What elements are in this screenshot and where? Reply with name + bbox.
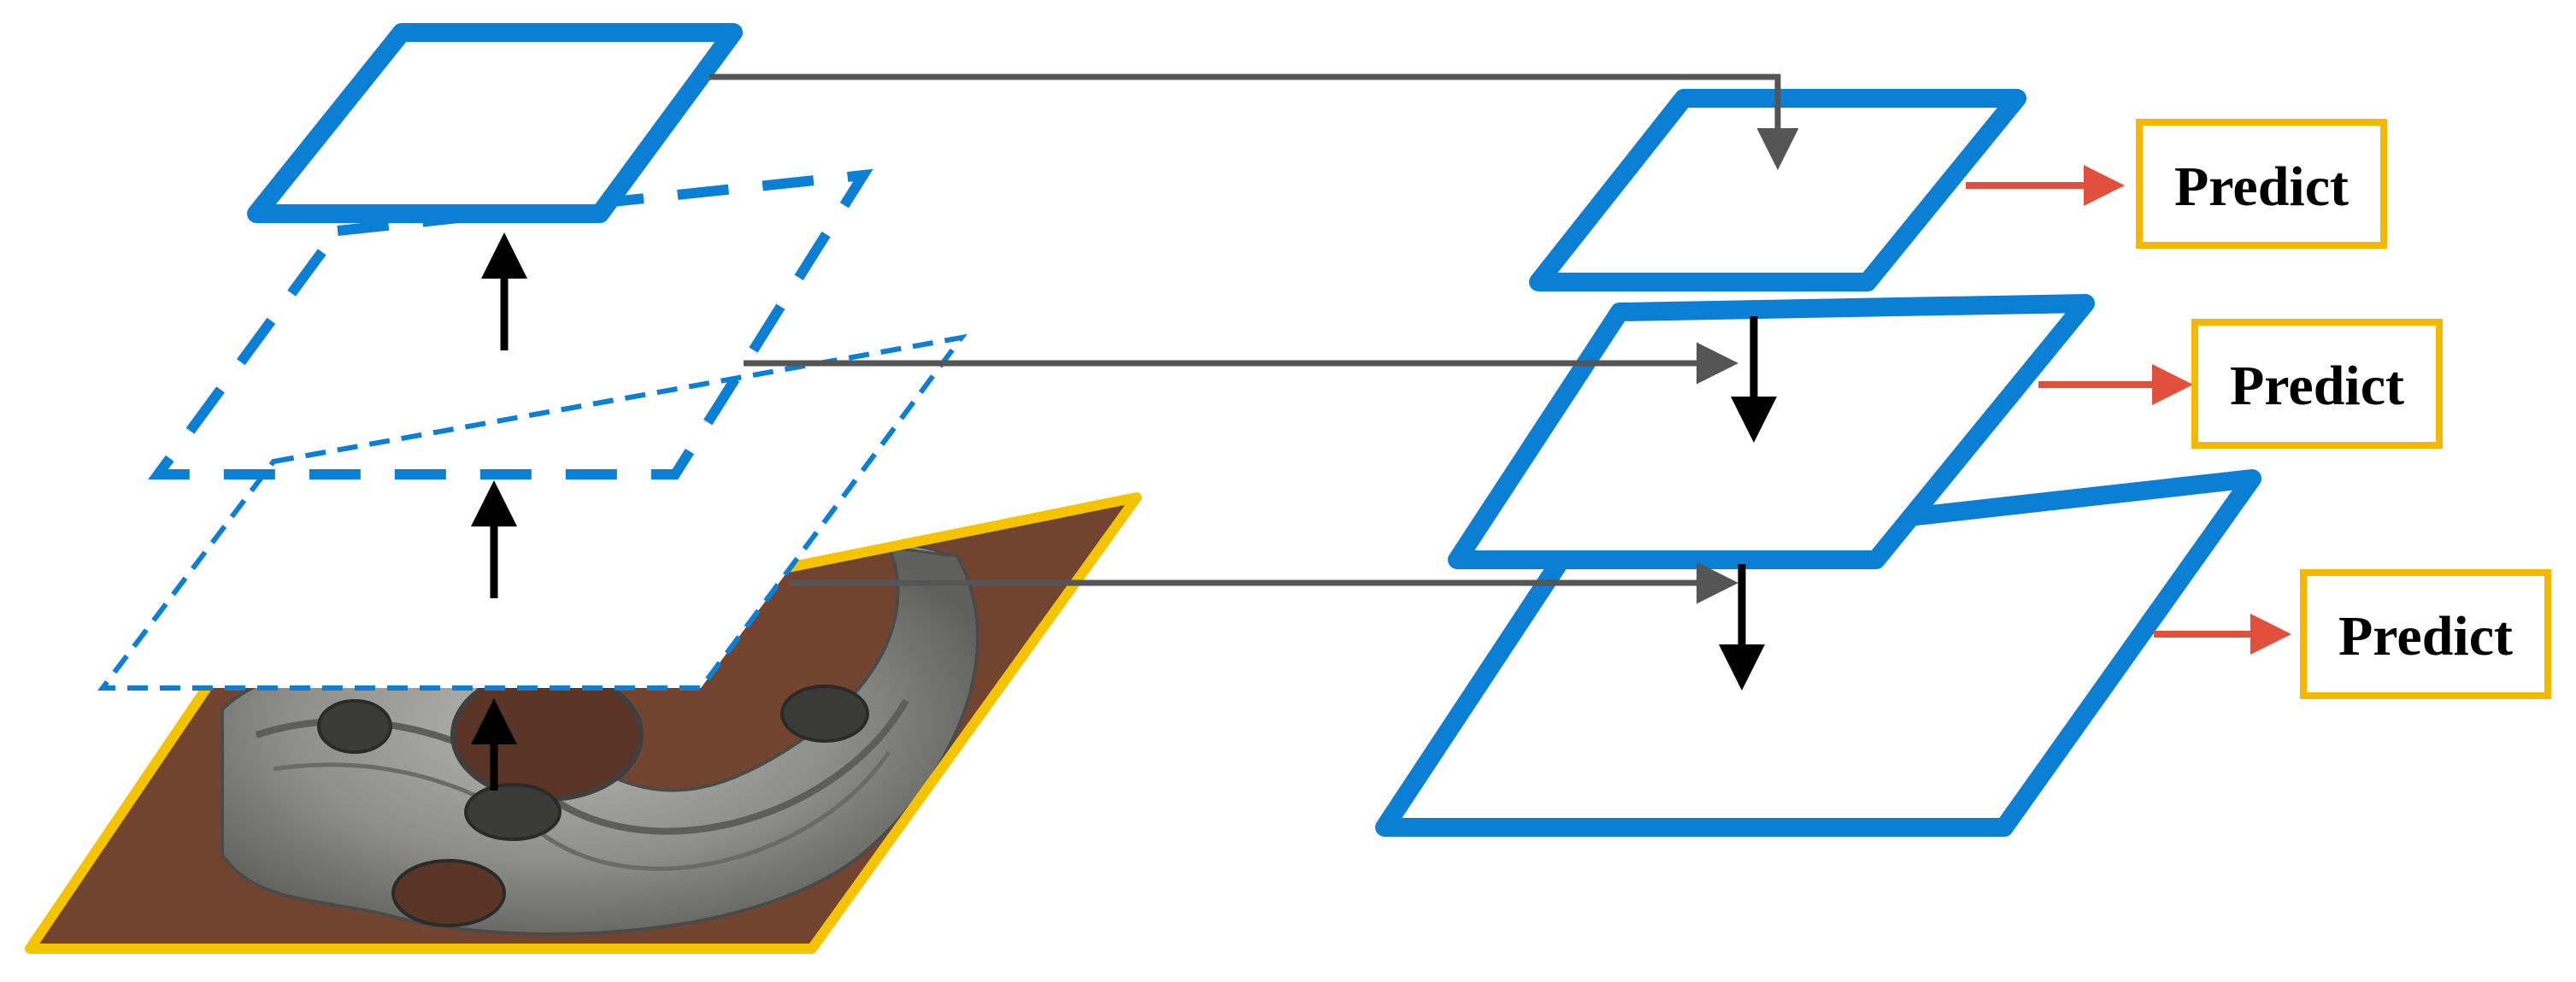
input-image-border [25,492,1142,954]
bottom-up-plane-c4 [247,23,743,223]
lateral-connection-top [709,74,1799,170]
top-down-plane-p4 [1529,89,2026,291]
predict-box-2: Predict [2191,319,2443,449]
bottom-up-plane-c3 [148,168,873,479]
predict-label-2: Predict [2230,355,2404,417]
predict-label-3: Predict [2338,605,2513,667]
predict-box-1: Predict [2136,119,2387,249]
predict-label-1: Predict [2174,156,2349,218]
predict-box-3: Predict [2300,569,2551,699]
